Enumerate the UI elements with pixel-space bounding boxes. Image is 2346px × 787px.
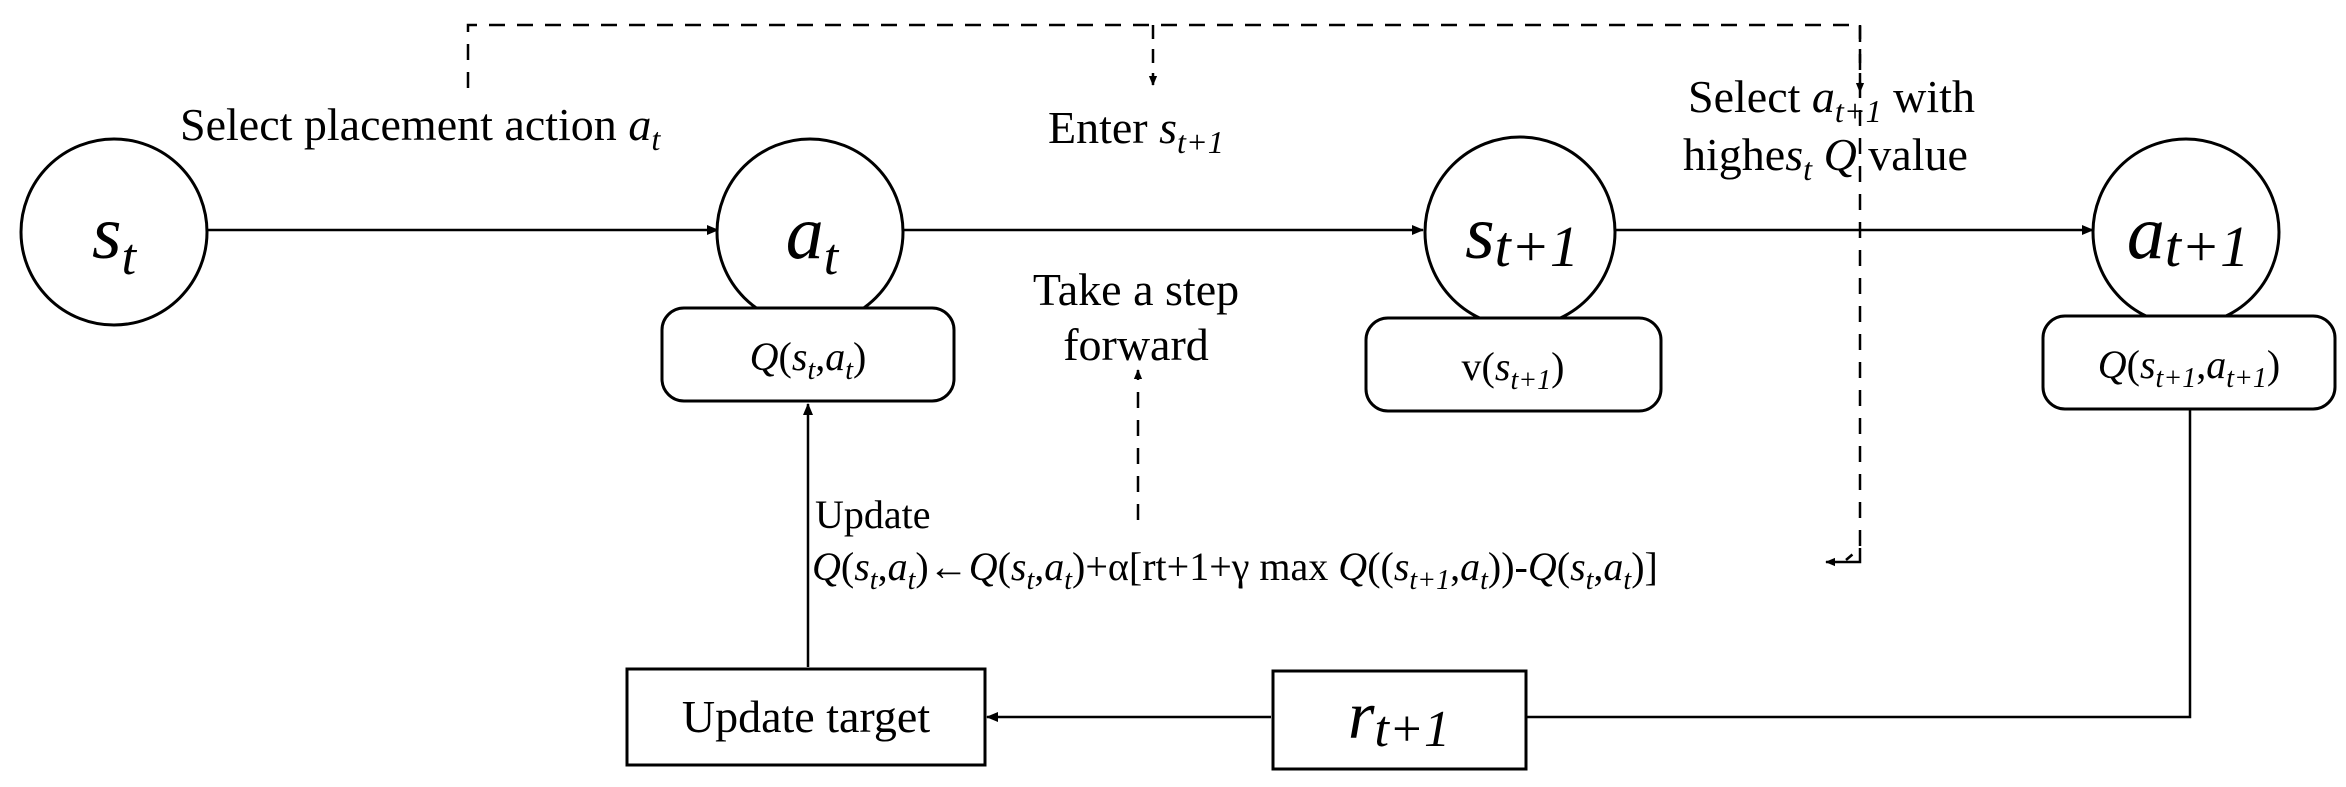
reward-label: rt+1 bbox=[1348, 677, 1450, 758]
update-target-box bbox=[625, 667, 987, 767]
q-value-box-st-at bbox=[660, 306, 956, 403]
update-rule-label: Q(st,at)←Q(st,at)+α[rt+1+γ max Q((st+1,a… bbox=[812, 544, 1658, 596]
take-step-label-line2: forward bbox=[1063, 319, 1209, 370]
state-node-st-label: st bbox=[92, 191, 138, 286]
take-step-label-line1: Take a step bbox=[1033, 264, 1239, 315]
q-value-box-st1-at1 bbox=[2041, 314, 2337, 411]
update-word-label: Update bbox=[815, 492, 931, 537]
state-node-st1-label: st+1 bbox=[1465, 191, 1579, 279]
reward-box bbox=[1271, 669, 1528, 771]
select-action-label: Select placement action at bbox=[180, 99, 661, 157]
v-value-label-st1: v(st+1) bbox=[1462, 344, 1565, 396]
v-value-box-st1 bbox=[1364, 316, 1663, 413]
action-node-at-label: at bbox=[786, 191, 840, 286]
action-node-at1-label: at+1 bbox=[2127, 191, 2249, 279]
select-highest-label-line2: highest Q value bbox=[1683, 129, 1968, 187]
arrow-at1-to-reward bbox=[1526, 410, 2192, 719]
enter-state-label: Enter st+1 bbox=[1048, 102, 1224, 160]
q-value-label-st-at: Q(st,at) bbox=[750, 334, 867, 386]
state-node-st bbox=[19, 137, 209, 327]
q-value-label-st1-at1: Q(st+1,at+1) bbox=[2098, 342, 2281, 394]
update-rule-dashed-arrow bbox=[1825, 548, 1862, 567]
top-dashed-connector bbox=[466, 23, 1862, 561]
select-highest-label-line1: Select at+1 with bbox=[1688, 71, 1975, 129]
update-target-label: Update target bbox=[682, 691, 930, 742]
